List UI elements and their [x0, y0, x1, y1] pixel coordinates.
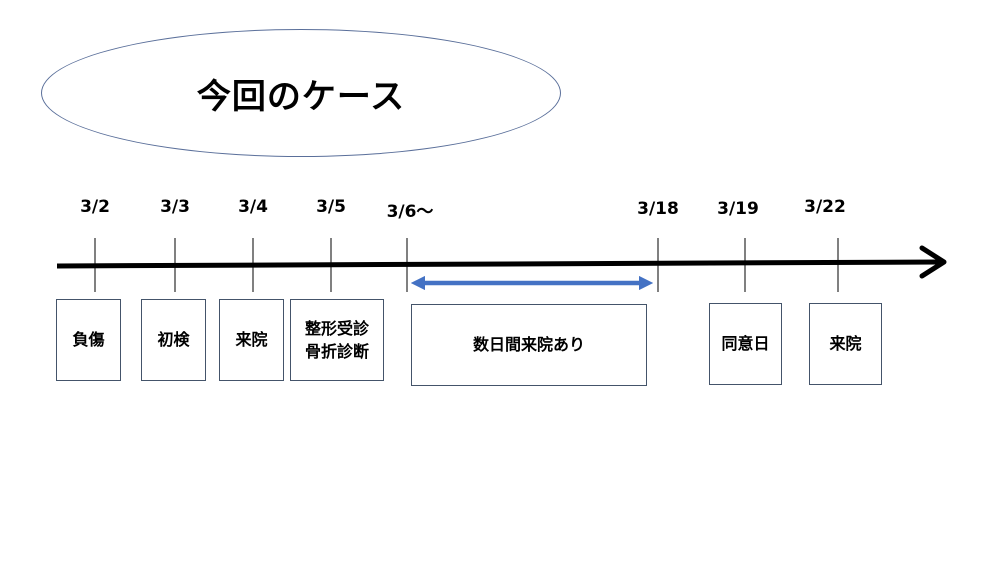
date-label: 3/19	[717, 199, 759, 219]
event-box-consent-date: 同意日	[709, 303, 782, 385]
date-label: 3/4	[238, 197, 268, 217]
date-label: 3/2	[80, 197, 110, 217]
title-oval: 今回のケース	[41, 29, 561, 157]
event-box-injury: 負傷	[56, 299, 121, 381]
date-label: 3/6～	[386, 202, 434, 222]
date-label: 3/3	[160, 197, 190, 217]
date-label: 3/22	[804, 197, 846, 217]
timeline-axis	[56, 259, 941, 269]
page-title: 今回のケース	[196, 76, 406, 117]
event-box-multiple-visits: 数日間来院あり	[411, 304, 647, 386]
event-box-visit-final: 来院	[809, 303, 882, 385]
event-box-first-exam: 初検	[141, 299, 206, 381]
event-box-visit: 来院	[219, 299, 284, 381]
date-label: 3/5	[316, 197, 346, 217]
event-box-orthopedic-diagnosis: 整形受診 骨折診断	[290, 299, 384, 381]
date-label: 3/18	[637, 199, 679, 219]
timeline-arrowhead-icon	[919, 245, 947, 279]
